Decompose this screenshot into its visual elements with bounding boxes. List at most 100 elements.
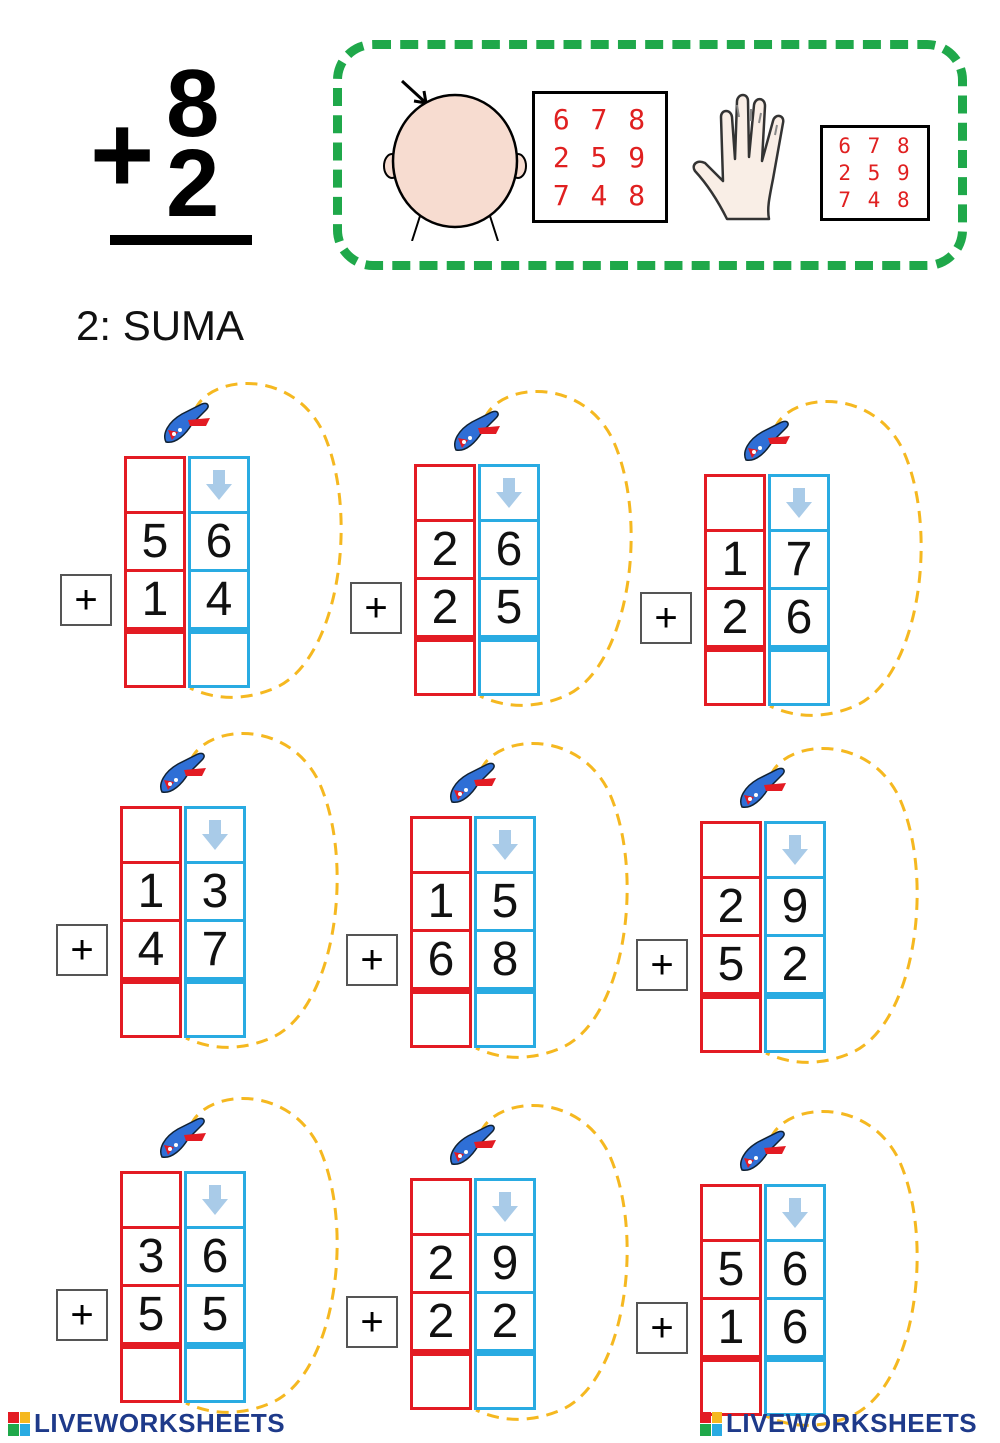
ones-answer-cell[interactable]: [477, 1348, 533, 1408]
addition-problem: + 1 2 7 6: [640, 388, 923, 728]
tens-carry-cell[interactable]: [707, 477, 763, 529]
memo-card-large: 6 7 8 2 5 9 7 4 8: [532, 91, 668, 223]
tens-answer-cell[interactable]: [123, 1341, 179, 1401]
ones-column: 5 8: [474, 816, 536, 1048]
plus-sign-box: +: [56, 1289, 108, 1341]
plus-sign: +: [650, 1305, 674, 1350]
tens-bottom-digit: 5: [703, 933, 759, 992]
section-title: 2: SUMA: [76, 302, 245, 349]
tens-answer-cell[interactable]: [413, 986, 469, 1046]
ones-carry-cell: [767, 824, 823, 876]
plus-sign-box: +: [346, 934, 398, 986]
ones-bottom-digit: 2: [767, 933, 823, 992]
ones-top-digit: 9: [767, 875, 823, 934]
tens-carry-cell[interactable]: [703, 1187, 759, 1239]
liveworksheets-logo: LIVEWORKSHEETS: [8, 1408, 285, 1439]
ones-carry-cell: [771, 477, 827, 529]
ones-answer-cell[interactable]: [477, 986, 533, 1046]
carry-orbit-line: [769, 400, 923, 717]
ones-answer-cell[interactable]: [767, 991, 823, 1051]
tens-answer-cell[interactable]: [703, 991, 759, 1051]
memo-row: 2 5 9: [552, 140, 648, 174]
memo-row: 7 4 8: [838, 188, 912, 213]
airplane-icon: [454, 410, 500, 451]
tens-carry-cell[interactable]: [417, 467, 473, 519]
ones-bottom-digit: 2: [477, 1290, 533, 1349]
example-top-digit: 8: [166, 50, 220, 157]
ones-carry-cell: [187, 809, 243, 861]
plus-sign: +: [360, 937, 384, 982]
down-arrow-icon: [786, 487, 812, 518]
tens-carry-cell[interactable]: [123, 809, 179, 861]
tens-bottom-digit: 4: [123, 918, 179, 977]
tens-top-digit: 1: [123, 860, 179, 919]
ones-bottom-digit: 7: [187, 918, 243, 977]
plus-sign: +: [74, 577, 98, 622]
place-value-columns: 2 5 9 2: [700, 821, 826, 1053]
place-value-columns: 1 6 5 8: [410, 816, 536, 1048]
addition-problem: + 1 4 3 7: [56, 720, 339, 1060]
tens-column: 3 5: [120, 1171, 182, 1403]
ones-answer-cell[interactable]: [481, 634, 537, 694]
tens-answer-cell[interactable]: [707, 644, 763, 704]
place-value-columns: 1 4 3 7: [120, 806, 246, 1038]
ones-answer-cell[interactable]: [767, 1354, 823, 1414]
memo-row: 6 7 8: [838, 133, 912, 158]
carry-orbit-line: [475, 742, 629, 1059]
airplane-icon: [740, 767, 786, 808]
tens-carry-cell[interactable]: [123, 1174, 179, 1226]
down-arrow-icon: [206, 469, 232, 500]
tens-answer-cell[interactable]: [413, 1348, 469, 1408]
carry-orbit-line: [479, 390, 633, 707]
ones-bottom-digit: 4: [191, 568, 247, 627]
ones-bottom-digit: 8: [477, 928, 533, 987]
logo-badge-icon: [700, 1411, 722, 1436]
tens-answer-cell[interactable]: [417, 634, 473, 694]
tens-answer-cell[interactable]: [123, 976, 179, 1036]
tens-carry-cell[interactable]: [703, 824, 759, 876]
tens-column: 5 1: [124, 456, 186, 688]
ones-answer-cell[interactable]: [187, 1341, 243, 1401]
memo-card-small: 6 7 8 2 5 9 7 4 8: [820, 125, 930, 221]
tens-carry-cell[interactable]: [127, 459, 183, 511]
plus-sign-box: +: [350, 582, 402, 634]
ones-answer-cell[interactable]: [187, 976, 243, 1036]
tens-column: 1 6: [410, 816, 472, 1048]
ones-answer-cell[interactable]: [191, 626, 247, 686]
ones-answer-cell[interactable]: [771, 644, 827, 704]
memo-row: 2 5 9: [838, 160, 912, 185]
tens-answer-cell[interactable]: [703, 1354, 759, 1414]
place-value-columns: 1 2 7 6: [704, 474, 830, 706]
plus-sign-box: +: [346, 1296, 398, 1348]
plus-sign-box: +: [60, 574, 112, 626]
example-addition: + 8 2: [80, 56, 270, 260]
memo-row: 7 4 8: [552, 178, 648, 212]
carry-orbit-line: [475, 1104, 629, 1421]
example-bottom-digit: 2: [166, 130, 220, 237]
airplane-icon: [160, 752, 206, 793]
plus-sign: +: [70, 1292, 94, 1337]
tens-top-digit: 5: [703, 1238, 759, 1297]
tens-column: 5 1: [700, 1184, 762, 1416]
plus-sign: +: [650, 942, 674, 987]
plus-sign-box: +: [636, 939, 688, 991]
addition-problem: + 2 2 6 5: [350, 378, 633, 718]
carry-orbit-line: [185, 1097, 339, 1414]
tens-bottom-digit: 2: [413, 1290, 469, 1349]
tens-carry-cell[interactable]: [413, 1181, 469, 1233]
tens-column: 1 2: [704, 474, 766, 706]
ones-top-digit: 5: [477, 870, 533, 929]
tens-answer-cell[interactable]: [127, 626, 183, 686]
ones-column: 6 4: [188, 456, 250, 688]
ones-column: 6 6: [764, 1184, 826, 1416]
ones-bottom-digit: 6: [771, 586, 827, 645]
example-plus-sign: +: [90, 93, 155, 216]
memo-row: 6 7 8: [552, 102, 648, 136]
ones-column: 9 2: [474, 1178, 536, 1410]
ones-bottom-digit: 5: [187, 1283, 243, 1342]
ones-carry-cell: [477, 819, 533, 871]
tens-carry-cell[interactable]: [413, 819, 469, 871]
ones-top-digit: 6: [767, 1238, 823, 1297]
down-arrow-icon: [202, 1184, 228, 1215]
ones-carry-cell: [477, 1181, 533, 1233]
